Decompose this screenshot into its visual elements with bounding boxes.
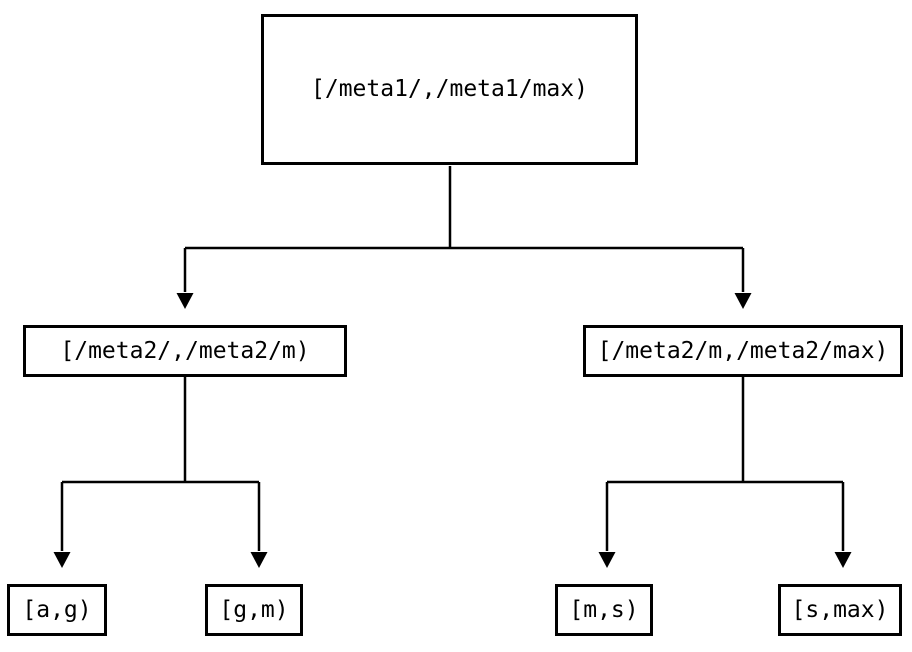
arrowhead-down-icon <box>176 293 194 309</box>
arrowhead-down-icon <box>598 552 616 568</box>
node-leaf-gm: [g,m) <box>205 584 303 636</box>
arrowhead-down-icon <box>734 293 752 309</box>
arrowhead-down-icon <box>250 552 268 568</box>
arrowhead-down-icon <box>53 552 71 568</box>
node-leaf-smax: [s,max) <box>778 584 902 636</box>
node-right-child-label: [/meta2/m,/meta2/max) <box>597 337 889 364</box>
node-leaf-smax-label: [s,max) <box>791 596 889 623</box>
arrowhead-down-icon <box>834 552 852 568</box>
node-right-child: [/meta2/m,/meta2/max) <box>583 325 903 377</box>
node-leaf-ms: [m,s) <box>555 584 653 636</box>
node-left-child: [/meta2/,/meta2/m) <box>23 325 347 377</box>
node-leaf-ms-label: [m,s) <box>569 596 639 623</box>
node-left-child-label: [/meta2/,/meta2/m) <box>60 337 310 364</box>
node-leaf-ag: [a,g) <box>7 584 107 636</box>
node-root-label: [/meta1/,/meta1/max) <box>311 76 588 102</box>
node-root: [/meta1/,/meta1/max) <box>261 14 638 165</box>
node-leaf-gm-label: [g,m) <box>219 596 289 623</box>
node-leaf-ag-label: [a,g) <box>22 596 92 623</box>
